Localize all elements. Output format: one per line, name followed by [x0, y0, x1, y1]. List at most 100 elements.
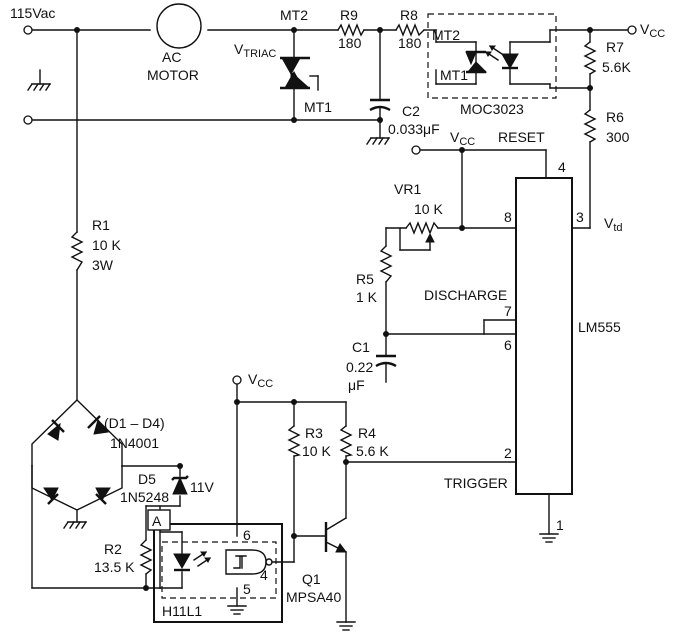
ground-bridge-icon — [63, 521, 87, 529]
terminal-115vac — [23, 25, 33, 35]
anode-box — [147, 509, 171, 531]
vtriac-label: VTRIAC — [234, 41, 276, 60]
r1-label: R1 — [92, 217, 110, 233]
r3-label: R3 — [305, 425, 323, 441]
opto-pin4-label: 4 — [260, 567, 268, 583]
r7-value: 5.6K — [602, 59, 631, 75]
vcc-top-label: VCC — [640, 21, 665, 40]
zener-11v-label: 11V — [190, 479, 215, 495]
terminal-vcc-mid — [232, 375, 242, 385]
r2-label: R2 — [104, 541, 122, 557]
lm555-chip — [515, 177, 573, 495]
vcc-reset-label: VCC — [450, 129, 475, 148]
resistor-r5-icon — [379, 245, 393, 283]
motor-label-1: AC — [162, 49, 181, 65]
opto-pin6-label: 6 — [243, 527, 251, 543]
pin8-label: 8 — [504, 209, 512, 225]
terminal-neutral — [23, 115, 33, 125]
opto-pin5-label: 5 — [243, 581, 251, 597]
h11l1-label: H11L1 — [162, 603, 202, 619]
vac-label: 115Vac — [10, 5, 55, 21]
resistor-r6-icon — [583, 109, 597, 143]
d1d4-label: (D1 – D4) — [104, 415, 165, 431]
potentiometer-vr1-icon — [399, 221, 439, 251]
vr1-label: VR1 — [394, 181, 421, 197]
moc3023-box — [427, 13, 557, 99]
discharge-label: DISCHARGE — [424, 287, 507, 303]
r1-watt: 3W — [92, 257, 114, 273]
ground-top-left-icon — [27, 69, 51, 91]
moc-triac-icon — [465, 41, 488, 85]
r5-label: R5 — [356, 271, 374, 287]
wires — [31, 29, 629, 623]
ground-555-icon — [539, 533, 559, 543]
r8-label: R8 — [400, 7, 418, 23]
c1-value-2: μF — [348, 377, 365, 393]
ground-q1-icon — [336, 621, 356, 631]
d1d4-part: 1N4001 — [110, 435, 159, 451]
vr1-value: 10 K — [414, 201, 443, 217]
r7-label: R7 — [606, 39, 624, 55]
resistor-r8-icon — [395, 23, 425, 37]
ac-motor-icon — [156, 3, 202, 49]
opto-light-arrows-icon — [193, 551, 211, 567]
motor-label-2: MOTOR — [147, 67, 199, 83]
r9-value: 180 — [338, 35, 362, 51]
triac-mt1-label: MT1 — [304, 99, 332, 115]
terminal-vcc-top — [627, 25, 637, 35]
moc-led-icon — [501, 41, 519, 85]
pin4-label: 4 — [558, 159, 566, 175]
trigger-label: TRIGGER — [444, 475, 508, 491]
r6-value: 300 — [606, 129, 630, 145]
r6-label: R6 — [606, 109, 624, 125]
r3-value: 10 K — [302, 443, 331, 459]
q1-label: Q1 — [302, 571, 321, 587]
r2-value: 13.5 K — [94, 559, 135, 575]
ground-opto-icon — [227, 605, 247, 615]
terminal-vcc-reset — [411, 145, 421, 155]
q1-part: MPSA40 — [286, 589, 341, 605]
schmitt-gate-icon — [225, 549, 273, 575]
resistor-r4-icon — [339, 425, 354, 457]
c1-label: C1 — [352, 339, 370, 355]
anode-label: A — [152, 513, 162, 529]
d5-part: 1N5248 — [120, 489, 169, 505]
capacitor-c1-icon — [375, 354, 397, 368]
resistor-r1-icon — [70, 231, 84, 271]
junctions — [74, 27, 593, 591]
r4-value: 5.6 K — [356, 443, 389, 459]
r9-label: R9 — [340, 7, 358, 23]
r4-label: R4 — [358, 425, 376, 441]
opto-led-icon — [173, 553, 191, 572]
capacitor-c2-icon — [369, 98, 391, 112]
pin7-label: 7 — [504, 303, 512, 319]
resistor-r2-icon — [139, 539, 153, 575]
moc-mt1-label: MT1 — [440, 67, 468, 83]
bridge-rectifier-icon — [31, 399, 123, 511]
moc3023-label: MOC3023 — [460, 101, 524, 117]
transistor-q1-icon — [324, 517, 347, 553]
c1-value-1: 0.22 — [346, 359, 373, 375]
resistor-r9-icon — [337, 23, 365, 37]
pin6-label: 6 — [504, 337, 512, 353]
vcc-mid-label: VCC — [248, 371, 273, 390]
moc-light-arrows-icon — [485, 45, 503, 61]
c2-value: 0.033μF — [388, 121, 440, 137]
lm555-label: LM555 — [578, 319, 621, 335]
zener-d5-icon — [171, 475, 189, 495]
h11l1-box — [153, 523, 283, 623]
c2-label: C2 — [402, 103, 420, 119]
pin2-label: 2 — [504, 445, 512, 461]
r1-value: 10 K — [92, 237, 121, 253]
triac-mt2-label: MT2 — [280, 7, 308, 23]
triac-icon — [280, 56, 311, 90]
r8-value: 180 — [398, 35, 422, 51]
reset-label: RESET — [498, 129, 545, 145]
pin1-label: 1 — [556, 517, 564, 533]
moc-mt2-label: MT2 — [432, 27, 460, 43]
resistor-r3-icon — [287, 425, 302, 457]
vtd-label: Vtd — [604, 215, 623, 234]
resistor-r7-icon — [583, 41, 597, 75]
h11l1-inner-box — [161, 541, 277, 599]
